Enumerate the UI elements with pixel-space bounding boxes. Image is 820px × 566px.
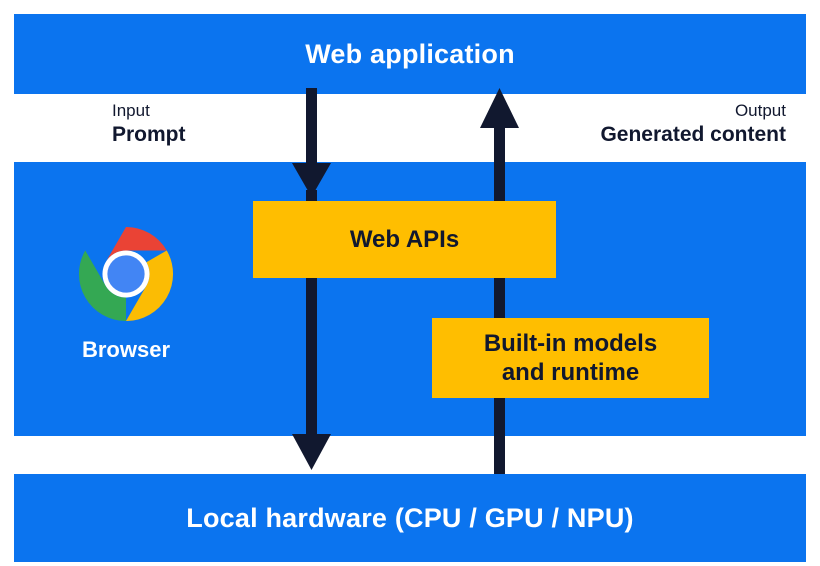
layer-web-application-label: Web application	[305, 38, 515, 69]
caption-output-label: Generated content	[600, 122, 786, 146]
component-web-apis[interactable]: Web APIs	[253, 201, 556, 278]
component-web-apis-label: Web APIs	[349, 225, 460, 253]
caption-input-kicker: Input	[112, 101, 150, 120]
browser-identity: Browser	[56, 225, 196, 363]
layer-web-application: Web application	[14, 14, 806, 94]
chrome-logo-icon	[78, 226, 174, 322]
layer-browser-label: Browser	[81, 337, 171, 362]
layer-local-hardware: Local hardware (CPU / GPU / NPU)	[14, 474, 806, 562]
component-builtin-models-label-line2: and runtime	[501, 359, 640, 386]
layer-local-hardware-label: Local hardware (CPU / GPU / NPU)	[186, 502, 634, 533]
caption-input: Input Prompt	[112, 100, 186, 149]
component-builtin-models[interactable]: Built-in models and runtime	[432, 318, 709, 398]
caption-output: Output Generated content	[600, 100, 786, 149]
component-builtin-models-label-line1: Built-in models	[483, 329, 658, 357]
caption-output-kicker: Output	[734, 101, 786, 120]
caption-input-label: Prompt	[112, 122, 186, 146]
component-builtin-models-label: Built-in models and runtime	[484, 329, 657, 388]
